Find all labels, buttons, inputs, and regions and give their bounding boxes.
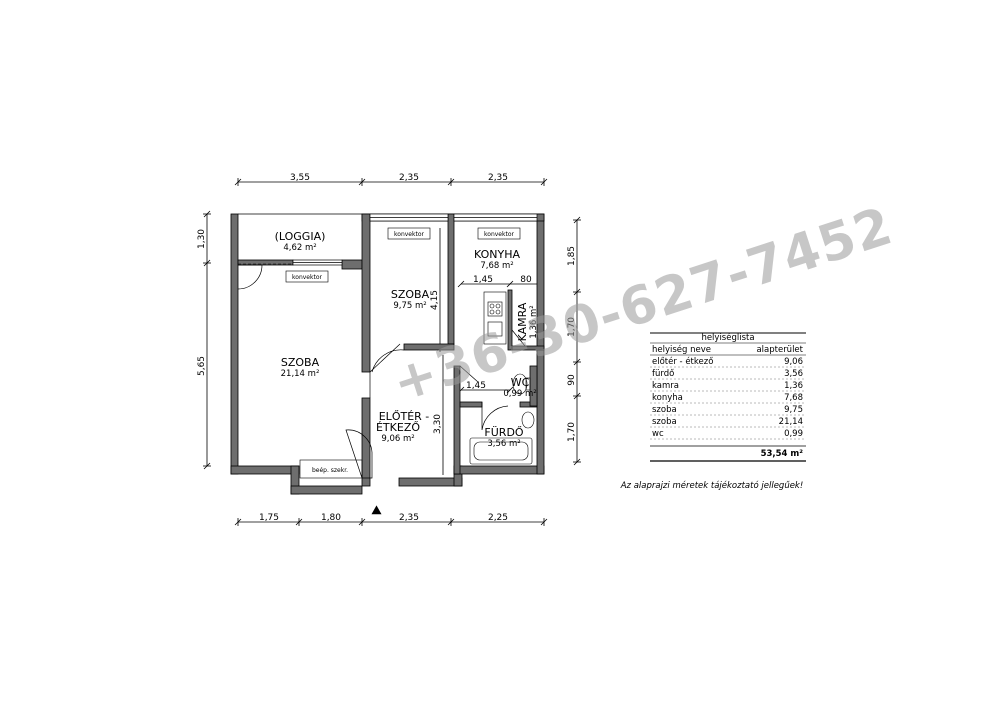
dim-right-2: 1,70: [567, 317, 577, 337]
dimension-lines: [203, 178, 581, 526]
szoba-small-area: 9,75 m²: [393, 301, 426, 311]
dim-wc-width: 1,45: [466, 381, 486, 391]
table-row-name: fürdő: [652, 369, 674, 379]
table-row-area: 7,68: [784, 393, 803, 403]
dim-top-2: 2,35: [399, 173, 419, 183]
doors: [237, 264, 526, 479]
furdo-name: FÜRDŐ: [484, 425, 523, 439]
room-labels: (LOGGIA) 4,62 m² SZOBA 21,14 m² SZOBA 9,…: [275, 230, 539, 449]
wc-name: WC: [511, 376, 530, 389]
table-header-name: helyiség neve: [652, 344, 711, 355]
kamra-area: 1,36 m²: [529, 305, 539, 338]
eloter-name-line2: ÉTKEZŐ: [376, 420, 420, 434]
konvektor-label-3: konvektor: [484, 231, 514, 238]
dim-right-4: 1,70: [567, 422, 577, 442]
table-row-area: 21,14: [779, 417, 803, 427]
fixtures: [238, 263, 535, 515]
disclaimer-note: Az alaprajzi méretek tájékoztató jellegű…: [620, 480, 804, 491]
dim-konyha-width: 1,45: [473, 275, 493, 285]
dim-bottom-1: 1,75: [259, 513, 279, 523]
dim-kamra-width: 80: [520, 275, 532, 285]
dim-bottom-3: 2,35: [399, 513, 419, 523]
table-row-area: 3,56: [784, 369, 803, 379]
loggia-name: (LOGGIA): [275, 230, 326, 243]
room-table: helyiséglista helyiség neve alapterület …: [650, 332, 806, 462]
dim-left-1: 1,30: [197, 229, 207, 249]
konyha-area: 7,68 m²: [480, 261, 513, 271]
table-row-name: wc: [652, 429, 664, 439]
table-row-name: szoba: [652, 405, 677, 415]
furdo-area: 3,56 m²: [487, 439, 520, 449]
table-row-area: 0,99: [784, 429, 803, 439]
szoba-big-area: 21,14 m²: [281, 369, 320, 379]
table-title: helyiséglista: [701, 332, 754, 343]
table-row-name: kamra: [652, 381, 679, 391]
dim-eloter-height: 3,30: [433, 414, 443, 434]
dimension-labels: 3,55 2,35 2,35 1,75 1,80 2,35 2,25 1,30 …: [197, 173, 577, 523]
dim-bottom-2: 1,80: [321, 513, 341, 523]
wc-area: 0,99 m²: [503, 389, 536, 399]
walls: [230, 213, 545, 495]
kamra-name: KAMRA: [516, 302, 529, 341]
eloter-area: 9,06 m²: [381, 434, 414, 444]
dim-top-3: 2,35: [488, 173, 508, 183]
dim-bottom-4: 2,25: [488, 513, 508, 523]
bepitett-szekreny-label: beép. szekr.: [312, 467, 348, 474]
windows: [292, 213, 538, 266]
dim-right-1: 1,85: [567, 246, 577, 266]
table-row-area: 9,75: [784, 405, 803, 415]
table-row-name: előtér - étkező: [652, 356, 713, 367]
table-header-area: alapterület: [756, 345, 803, 355]
table-row-name: konyha: [652, 393, 683, 403]
konvektor-label-2: konvektor: [394, 231, 424, 238]
table-total: 53,54 m²: [761, 449, 804, 459]
table-row-name: szoba: [652, 417, 677, 427]
eloter-name-line1: ELŐTÉR -: [379, 409, 430, 423]
szoba-small-name: SZOBA: [391, 288, 430, 301]
dim-top-1: 3,55: [290, 173, 310, 183]
konvektor-tags: konvektor konvektor konvektor beép. szek…: [285, 227, 521, 474]
dim-right-3: 90: [567, 374, 577, 386]
dim-szoba-height: 4,15: [430, 290, 440, 310]
table-rows: [650, 366, 806, 440]
loggia-area: 4,62 m²: [283, 243, 316, 253]
konyha-name: KONYHA: [474, 248, 520, 261]
szoba-big-name: SZOBA: [281, 356, 320, 369]
phone-watermark: +36-30-627-7452: [385, 196, 899, 414]
table-row-area: 1,36: [784, 381, 803, 391]
table-row-area: 9,06: [784, 357, 803, 367]
konvektor-label-1: konvektor: [292, 274, 322, 281]
dim-left-2: 5,65: [197, 356, 207, 376]
